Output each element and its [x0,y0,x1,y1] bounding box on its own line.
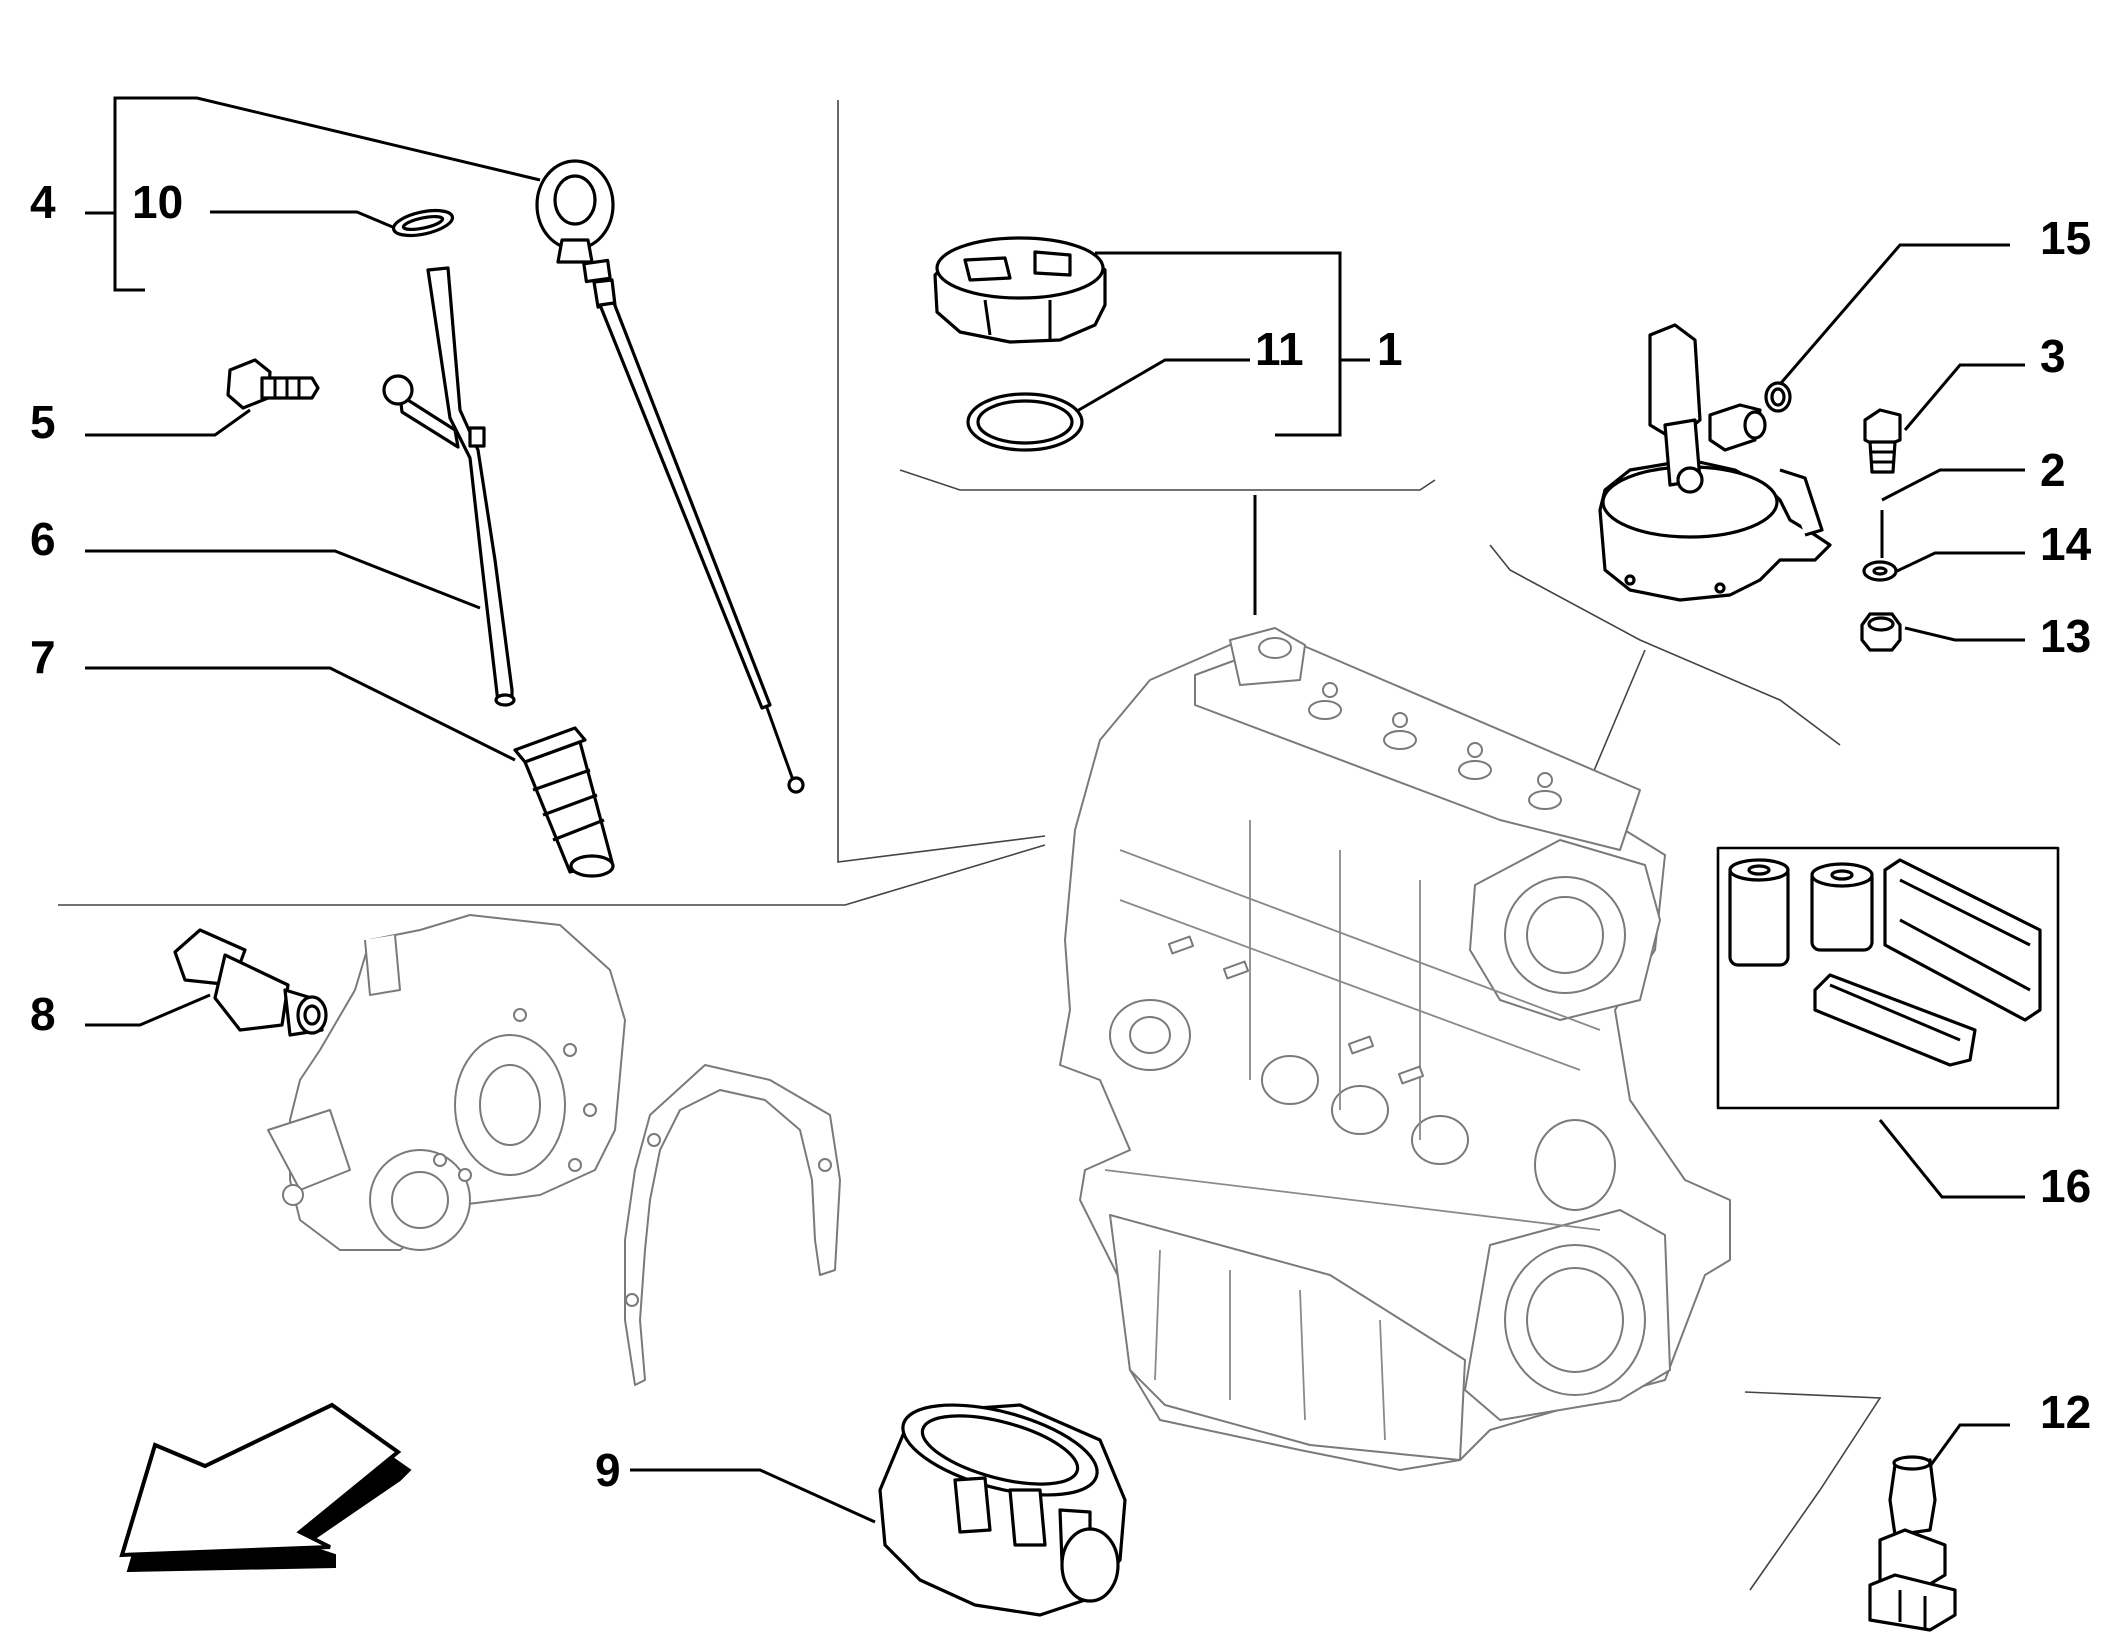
callout-8: 8 [30,988,56,1040]
callout-labels: 4 10 5 6 7 8 9 11 1 15 3 2 14 13 16 12 [30,176,2092,1496]
timing-cover-gasket [624,1064,841,1386]
screw-5 [226,358,320,410]
nut-13 [1860,612,1902,652]
engine-block [1059,627,1731,1471]
filter-kit-16 [1716,846,2060,1110]
direction-arrow-icon [119,1402,412,1573]
callout-7: 7 [30,631,56,683]
callout-9: 9 [595,1444,621,1496]
callout-12: 12 [2040,1386,2091,1438]
callout-16: 16 [2040,1160,2091,1212]
oil-filter-9 [878,1403,1127,1617]
callout-14: 14 [2040,518,2092,570]
section-dividers [58,100,1882,1591]
cap-seal-ring-11 [966,392,1084,452]
oil-pressure-switch-8 [173,928,328,1037]
callout-5: 5 [30,396,56,448]
callout-1: 1 [1377,323,1403,375]
callout-4: 4 [30,176,56,228]
rubber-bushing-7 [513,726,615,878]
bolt-3 [1863,408,1902,474]
dipstick-guide-tube-6 [382,266,516,707]
callout-10: 10 [132,176,183,228]
o-ring-15 [1764,381,1792,413]
callout-2: 2 [2040,444,2066,496]
callout-11: 11 [1255,323,1304,375]
oil-filler-cap-1 [933,236,1107,344]
dipstick-4 [535,159,805,794]
oil-pump-front-cover [267,914,626,1251]
oil-ring-10 [391,208,455,238]
callout-13: 13 [2040,610,2091,662]
oil-plug-12 [1868,1455,1957,1632]
washer-14 [1862,560,1898,582]
oil-separator-2 [1598,323,1832,602]
callout-6: 6 [30,513,56,565]
callout-15: 15 [2040,212,2091,264]
leader-lines [85,96,2025,1524]
callout-3: 3 [2040,330,2066,382]
